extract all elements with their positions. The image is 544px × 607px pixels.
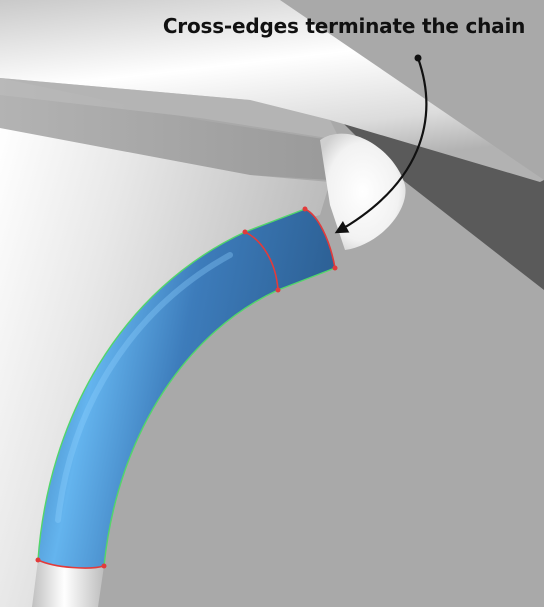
chain-edge-inner[interactable] (103, 267, 336, 567)
vertex-marker[interactable] (332, 265, 338, 271)
callout-label: Cross-edges terminate the chain (162, 14, 526, 38)
vertex-marker[interactable] (35, 557, 41, 563)
cross-edge-middle[interactable] (244, 231, 279, 291)
selected-fillet-face-sheen (55, 252, 233, 523)
vertex-marker[interactable] (275, 287, 281, 293)
vertex-marker[interactable] (302, 206, 308, 212)
vertex-marker[interactable] (242, 229, 248, 235)
lower-tube (32, 560, 104, 607)
callout-arrow (334, 57, 428, 234)
corner-joint (320, 133, 406, 250)
cross-edge-terminating[interactable] (304, 208, 336, 269)
selected-fillet-face[interactable] (38, 209, 335, 568)
cross-edge-bottom[interactable] (37, 559, 105, 569)
top-cylinder-shadow (0, 78, 340, 140)
chain-edge-outer[interactable] (37, 208, 306, 561)
vertex-marker[interactable] (101, 563, 107, 569)
top-cylinder (0, 0, 544, 182)
left-wall-face (0, 128, 330, 607)
vertex-markers (35, 206, 338, 569)
